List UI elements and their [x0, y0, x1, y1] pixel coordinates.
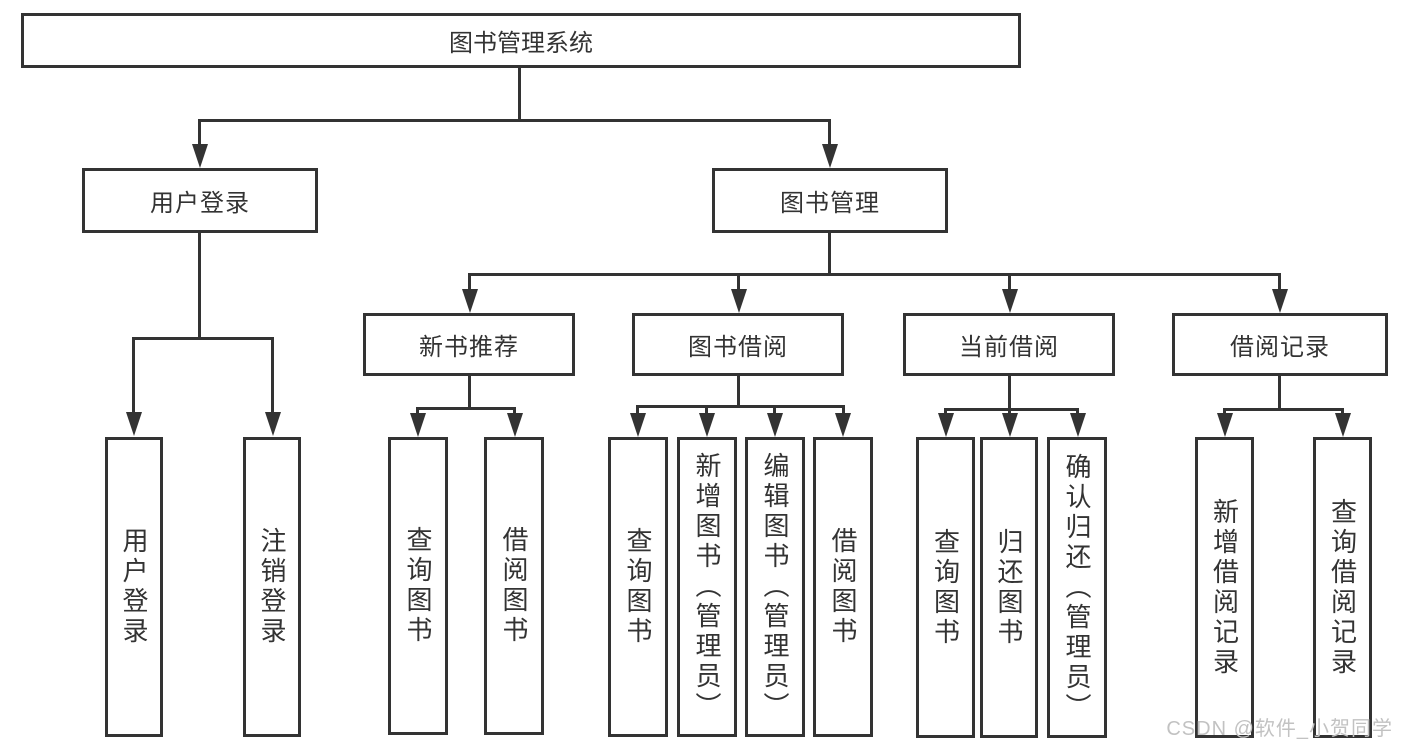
connector-line: [513, 407, 516, 415]
leaf-edit-books-admin: 编辑图书（管理员）: [745, 437, 805, 737]
arrowhead-down: [1070, 413, 1086, 437]
connector-line: [828, 233, 831, 276]
arrowhead-down: [1335, 413, 1351, 437]
connector-line: [468, 376, 471, 410]
arrowhead-down: [410, 413, 426, 437]
connector-line: [705, 405, 708, 414]
leaf-query-books-borrowing: 查询图书: [608, 437, 668, 737]
connector-line: [1008, 376, 1011, 411]
watermark: CSDN @软件_小贺同学: [1166, 718, 1393, 740]
connector-line: [198, 119, 201, 146]
arrowhead-down: [822, 144, 838, 168]
leaf-logout: 注销登录: [243, 437, 301, 737]
connector-line: [737, 273, 740, 291]
arrowhead-down: [938, 413, 954, 437]
connector-line: [416, 407, 516, 410]
leaf-borrow-books-borrowing: 借阅图书: [813, 437, 873, 737]
connector-line: [1278, 273, 1281, 291]
leaf-return-books: 归还图书: [980, 437, 1038, 738]
node-new-book-recommendation: 新书推荐: [363, 313, 575, 376]
leaf-user-login: 用户登录: [105, 437, 163, 737]
leaf-borrow-books-recommendation: 借阅图书: [484, 437, 544, 735]
node-user-login: 用户登录: [82, 168, 318, 233]
connector-line: [468, 273, 1281, 276]
connector-line: [1341, 408, 1344, 415]
node-current-borrowing: 当前借阅: [903, 313, 1115, 376]
connector-line: [636, 405, 845, 408]
connector-line: [416, 407, 419, 415]
node-book-borrowing: 图书借阅: [632, 313, 844, 376]
leaf-add-borrow-record: 新增借阅记录: [1195, 437, 1254, 738]
connector-line: [828, 119, 831, 146]
node-book-management: 图书管理: [712, 168, 948, 233]
arrowhead-down: [507, 413, 523, 437]
connector-line: [518, 68, 521, 122]
connector-line: [1223, 408, 1226, 415]
connector-line: [1278, 376, 1281, 411]
connector-line: [636, 405, 639, 414]
arrowhead-down: [767, 413, 783, 437]
arrowhead-down: [731, 289, 747, 313]
arrowhead-down: [1217, 413, 1233, 437]
arrowhead-down: [699, 413, 715, 437]
connector-line: [1076, 408, 1079, 415]
leaf-add-books-admin: 新增图书（管理员）: [677, 437, 737, 737]
arrowhead-down: [630, 413, 646, 437]
leaf-query-borrow-record: 查询借阅记录: [1313, 437, 1372, 738]
connector-line: [944, 408, 1079, 411]
connector-line: [468, 273, 471, 291]
connector-line: [1008, 273, 1011, 291]
connector-line: [132, 337, 135, 413]
node-borrowing-records: 借阅记录: [1172, 313, 1388, 376]
connector-line: [1223, 408, 1344, 411]
arrowhead-down: [1002, 413, 1018, 437]
connector-line: [271, 337, 274, 413]
connector-line: [842, 405, 845, 414]
connector-line: [132, 337, 274, 340]
leaf-query-books-recommendation: 查询图书: [388, 437, 448, 735]
leaf-confirm-return-admin: 确认归还（管理员）: [1047, 437, 1107, 738]
arrowhead-down: [192, 144, 208, 168]
connector-line: [1008, 408, 1011, 415]
arrowhead-down: [265, 412, 281, 436]
arrowhead-down: [1002, 289, 1018, 313]
connector-line: [773, 405, 776, 414]
arrowhead-down: [835, 413, 851, 437]
leaf-query-books-current: 查询图书: [916, 437, 975, 738]
connector-line: [737, 376, 740, 408]
arrowhead-down: [1272, 289, 1288, 313]
arrowhead-down: [462, 289, 478, 313]
connector-line: [198, 233, 201, 340]
connector-line: [198, 119, 831, 122]
connector-line: [944, 408, 947, 415]
arrowhead-down: [126, 412, 142, 436]
node-book-management-system: 图书管理系统: [21, 13, 1021, 68]
